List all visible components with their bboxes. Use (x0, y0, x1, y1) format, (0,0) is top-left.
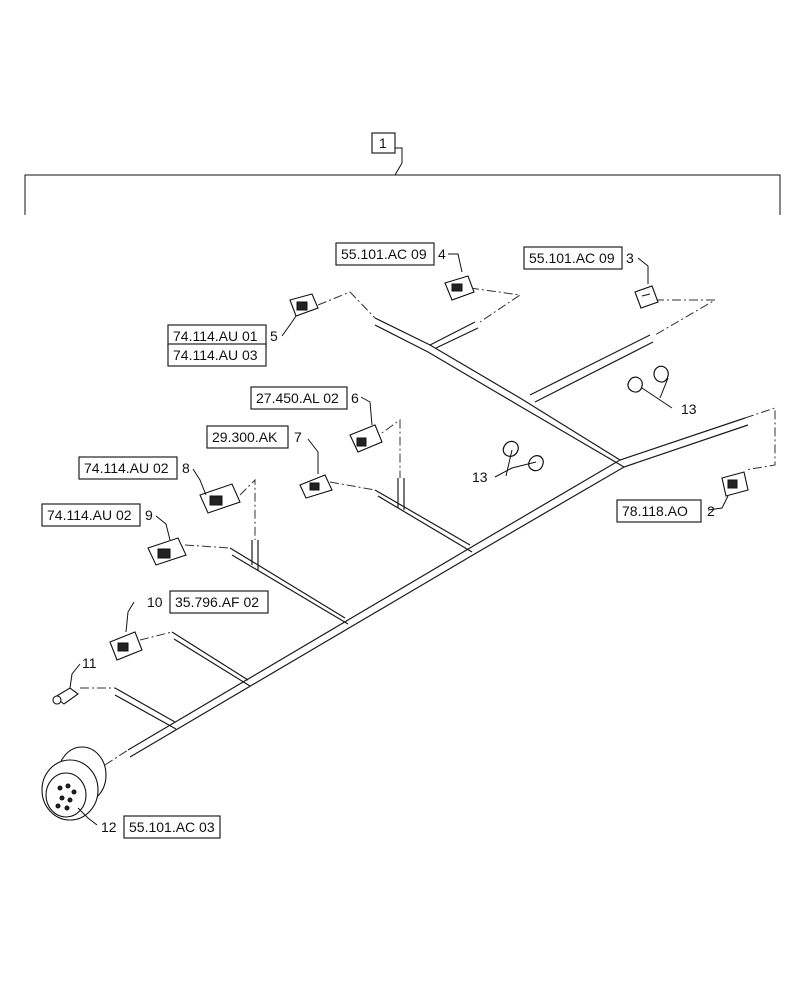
callout-5[interactable]: 74.114.AU 01 74.114.AU 03 5 (167, 324, 278, 367)
svg-text:55.101.AC 03: 55.101.AC 03 (129, 819, 215, 835)
svg-text:78.118.AO: 78.118.AO (622, 503, 688, 519)
connector-5[interactable] (289, 293, 319, 317)
callout-7[interactable]: 29.300.AK 7 (206, 425, 302, 449)
svg-text:74.114.AU 02: 74.114.AU 02 (84, 460, 169, 476)
svg-text:29.300.AK: 29.300.AK (212, 429, 278, 445)
svg-text:10: 10 (147, 594, 163, 610)
svg-text:8: 8 (182, 460, 190, 476)
callout-13-lower[interactable]: 13 (472, 469, 488, 485)
svg-text:13: 13 (472, 469, 488, 485)
connector-4[interactable] (444, 275, 475, 301)
callout-4[interactable]: 55.101.AC 09 4 (335, 242, 446, 266)
callout-13-upper[interactable]: 13 (681, 401, 697, 417)
callout-leaders (69, 253, 729, 826)
svg-text:74.114.AU 01: 74.114.AU 01 (173, 328, 258, 344)
callout-6[interactable]: 27.450.AL 02 6 (250, 386, 359, 410)
ring-terminal-11[interactable] (52, 687, 79, 705)
svg-text:4: 4 (438, 246, 446, 262)
callout-3[interactable]: 55.101.AC 09 3 (523, 246, 634, 270)
cable-clips-13-upper[interactable] (627, 365, 669, 393)
svg-text:12: 12 (101, 819, 117, 835)
connector-8[interactable] (199, 483, 241, 514)
connector-7[interactable] (299, 474, 333, 499)
dashdot-leaders (80, 287, 776, 766)
assembly-bracket (24, 147, 781, 215)
connector-3[interactable] (634, 285, 659, 309)
wire-harness (114, 317, 749, 758)
callout-11[interactable]: 11 (82, 655, 97, 671)
svg-text:1: 1 (379, 135, 387, 151)
svg-text:11: 11 (82, 655, 97, 671)
svg-text:27.450.AL 02: 27.450.AL 02 (256, 390, 339, 406)
callout-2[interactable]: 78.118.AO 2 (616, 499, 715, 523)
connector-10[interactable] (109, 631, 143, 661)
cable-clips-13-lower[interactable] (502, 440, 544, 472)
connector-2[interactable] (721, 471, 749, 497)
svg-text:5: 5 (270, 328, 278, 344)
callout-12[interactable]: 12 55.101.AC 03 (101, 815, 221, 839)
svg-text:74.114.AU 03: 74.114.AU 03 (173, 347, 258, 363)
svg-text:2: 2 (707, 503, 715, 519)
svg-text:55.101.AC 09: 55.101.AC 09 (341, 246, 427, 262)
callout-9[interactable]: 74.114.AU 02 9 (41, 503, 153, 527)
svg-text:13: 13 (681, 401, 697, 417)
assembly-callout[interactable]: 1 (371, 132, 396, 154)
connector-9[interactable] (147, 537, 187, 566)
svg-text:7: 7 (294, 429, 302, 445)
callout-8[interactable]: 74.114.AU 02 8 (78, 456, 190, 480)
callout-10[interactable]: 10 35.796.AF 02 (147, 590, 269, 614)
svg-text:3: 3 (626, 250, 634, 266)
svg-text:55.101.AC 09: 55.101.AC 09 (529, 250, 615, 266)
svg-text:6: 6 (351, 390, 359, 406)
svg-text:35.796.AF 02: 35.796.AF 02 (175, 594, 259, 610)
svg-text:74.114.AU 02: 74.114.AU 02 (47, 507, 132, 523)
svg-text:9: 9 (145, 507, 153, 523)
circular-connector-12[interactable] (41, 746, 107, 821)
connector-6[interactable] (349, 424, 383, 453)
